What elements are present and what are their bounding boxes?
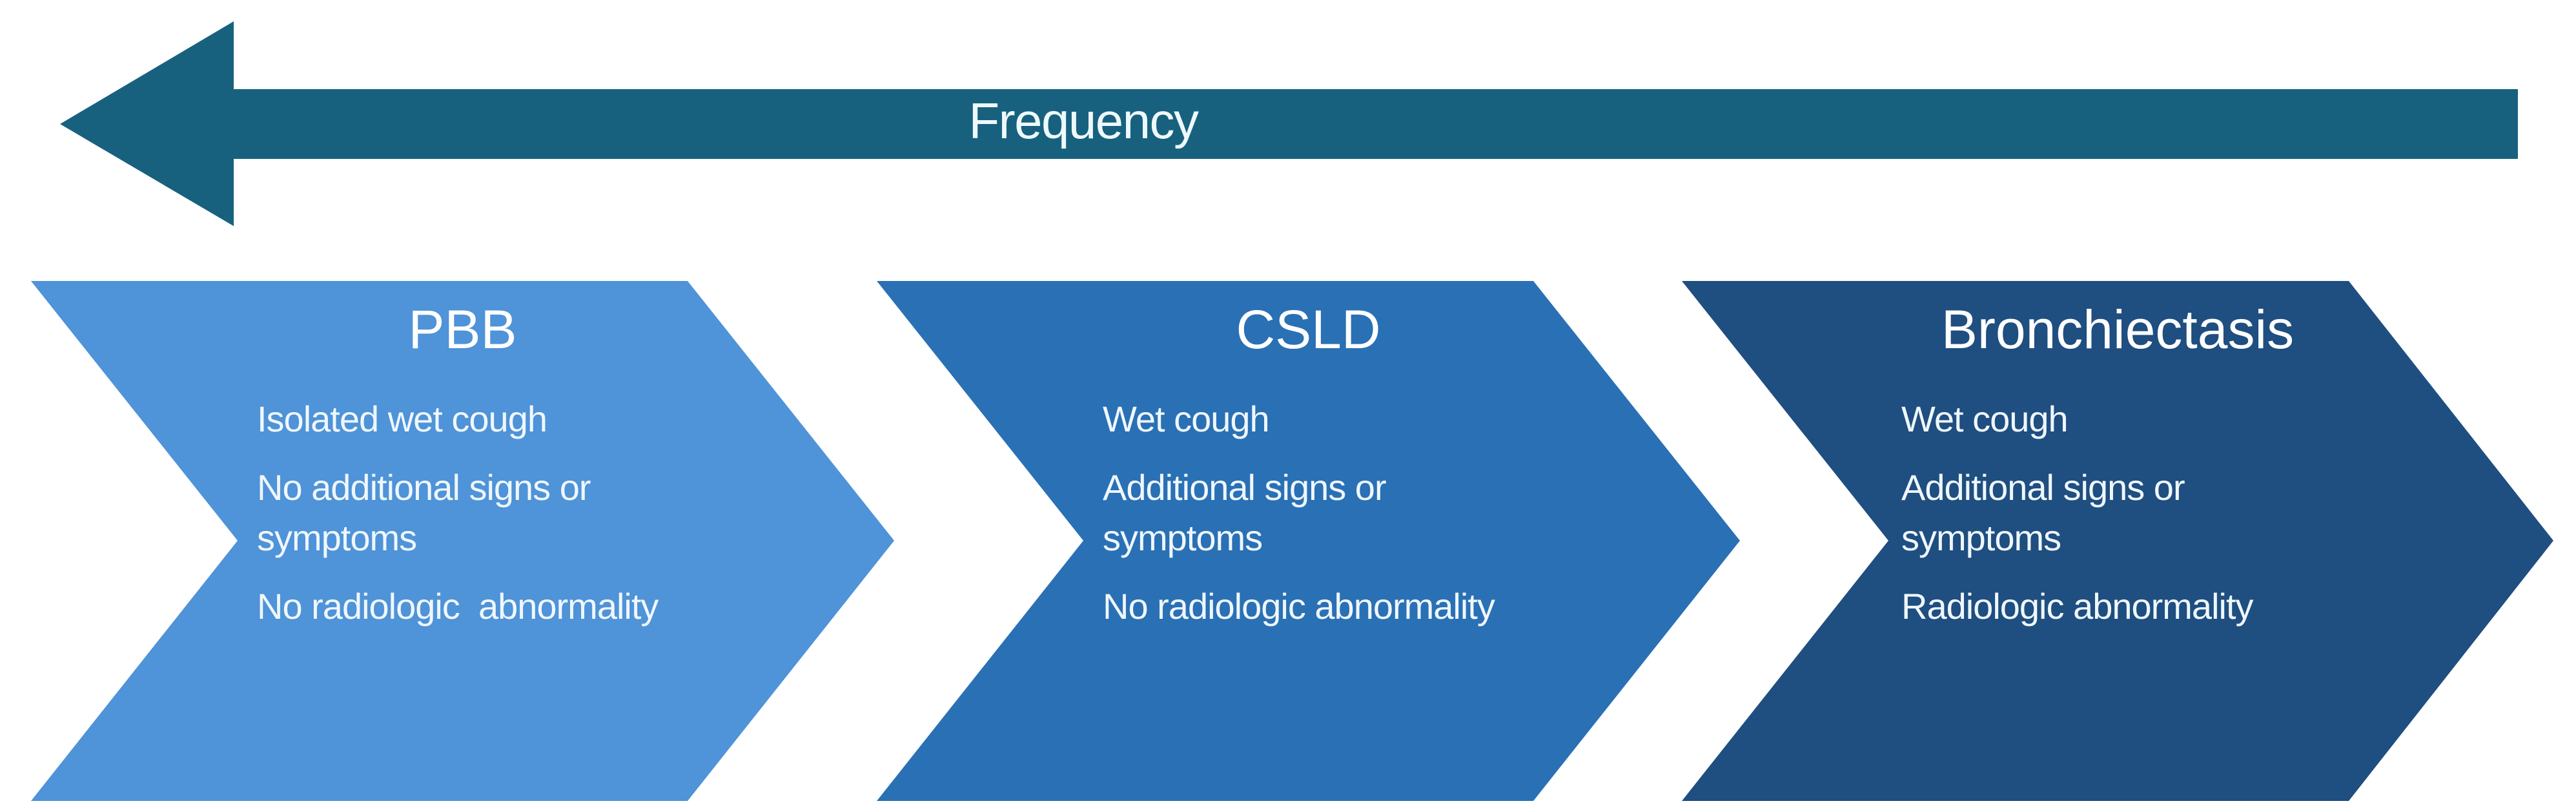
stage-features-csld: Wet cough Additional signs or symptoms N… [1103, 394, 1529, 650]
frequency-arrow-shape [60, 21, 2518, 226]
stage-chevron-pbb [31, 281, 894, 801]
feature-line: Additional signs or symptoms [1103, 467, 1396, 558]
stage-chevron-csld [877, 281, 1740, 801]
frequency-arrow-label: Frequency [968, 92, 1199, 149]
feature-line: Additional signs or symptoms [1901, 467, 2194, 558]
feature-line: No radiologic abnormality [1103, 586, 1495, 627]
stage-features-bronchiectasis: Wet cough Additional signs or symptoms R… [1901, 394, 2327, 650]
feature-line: Wet cough [1901, 399, 2069, 439]
stage-title-bronchiectasis: Bronchiectasis [1941, 299, 2295, 360]
feature-line: No radiologic abnormality [257, 586, 659, 627]
stage-title-csld: CSLD [1236, 299, 1381, 360]
feature-line: Isolated wet cough [257, 399, 547, 439]
feature-line: Wet cough [1103, 399, 1270, 439]
stage-title-pbb: PBB [408, 299, 517, 360]
stage-chevron-bronchiectasis [1682, 281, 2553, 801]
feature-line: Radiologic abnormality [1901, 586, 2254, 627]
stage-features-pbb: Isolated wet cough No additional signs o… [257, 394, 683, 650]
feature-line: No additional signs or symptoms [257, 467, 600, 558]
